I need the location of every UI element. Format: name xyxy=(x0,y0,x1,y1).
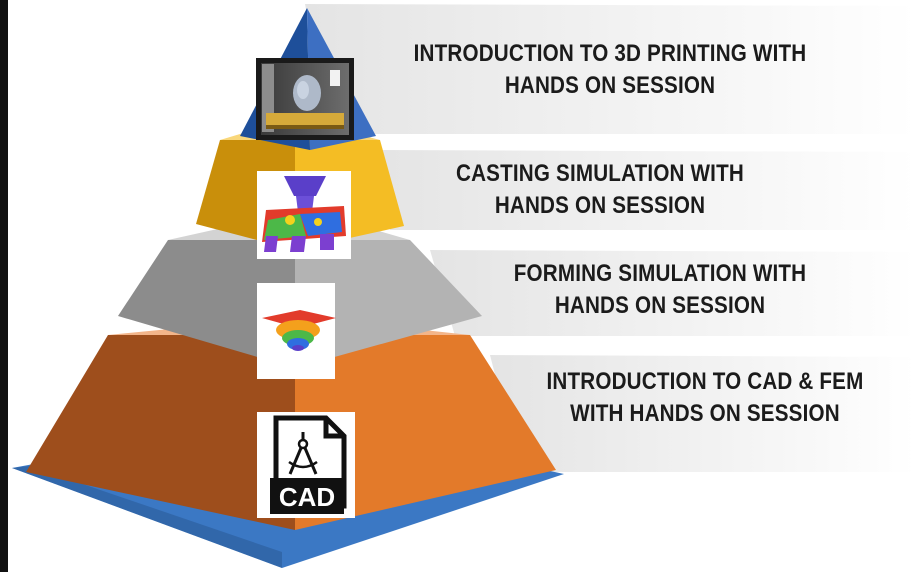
level-4-label-line-2: WITH HANDS ON SESSION xyxy=(570,400,840,427)
level-2-label-line-1: CASTING SIMULATION WITH xyxy=(456,160,744,187)
level-1-label-line-1: INTRODUCTION TO 3D PRINTING WITH xyxy=(413,40,807,67)
level-1-label: INTRODUCTION TO 3D PRINTING WITH HANDS O… xyxy=(369,38,851,102)
cad-icon-label: CAD xyxy=(279,482,335,512)
pyramid-level-4-right xyxy=(295,335,556,530)
level-4-label: INTRODUCTION TO CAD & FEM WITH HANDS ON … xyxy=(529,366,882,430)
left-border xyxy=(0,0,8,572)
forming-simulation-icon xyxy=(257,283,336,379)
level-3-label-line-2: HANDS ON SESSION xyxy=(554,292,766,319)
3d-printer-icon xyxy=(256,58,354,140)
label-band-level-2 xyxy=(370,150,916,230)
cad-file-icon: CAD xyxy=(257,412,355,518)
label-band-level-4 xyxy=(490,355,916,472)
pyramid-level-3-left xyxy=(118,240,295,368)
label-band-level-1 xyxy=(305,4,916,134)
level-2-label: CASTING SIMULATION WITH HANDS ON SESSION xyxy=(402,158,798,222)
level-4-label-line-1: INTRODUCTION TO CAD & FEM xyxy=(546,368,864,395)
pyramid-level-4-left xyxy=(26,335,295,530)
level-1-label-line-2: HANDS ON SESSION xyxy=(504,72,716,99)
label-band-level-3 xyxy=(430,250,916,336)
level-3-label: FORMING SIMULATION WITH HANDS ON SESSION xyxy=(462,258,858,322)
level-2-label-line-2: HANDS ON SESSION xyxy=(494,192,706,219)
pyramid-base-shadow xyxy=(12,466,282,568)
level-3-label-line-1: FORMING SIMULATION WITH xyxy=(513,260,807,287)
casting-simulation-icon xyxy=(257,171,351,259)
pyramid-level-3-right xyxy=(295,240,482,368)
